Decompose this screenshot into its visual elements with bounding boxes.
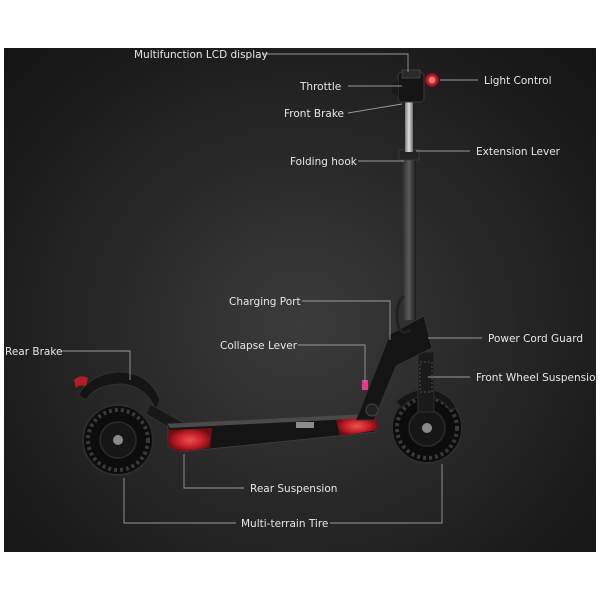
front-wheel <box>391 392 463 464</box>
stem-lower <box>402 152 416 320</box>
label-lcd-display: Multifunction LCD display <box>134 49 268 61</box>
label-charging-port: Charging Port <box>229 296 301 308</box>
label-front-brake: Front Brake <box>284 108 344 120</box>
label-folding-hook: Folding hook <box>290 156 358 168</box>
neck-bolt <box>365 403 379 417</box>
power-cord <box>395 294 411 334</box>
label-collapse-lever: Collapse Lever <box>220 340 298 352</box>
deck-logo <box>296 422 314 428</box>
label-power-cord-guard: Power Cord Guard <box>488 333 583 345</box>
deck-red-front <box>336 416 378 436</box>
callout-labels: Multifunction LCD display Throttle Front… <box>5 49 600 530</box>
front-spring <box>419 361 433 393</box>
rear-wheel <box>82 404 154 476</box>
label-throttle: Throttle <box>299 81 341 93</box>
label-light-control: Light Control <box>484 75 552 87</box>
stem-upper <box>405 100 413 152</box>
handlebar-grip <box>392 80 398 96</box>
deck-red-rear <box>168 428 212 452</box>
front-fork <box>417 351 435 413</box>
scooter-illustration <box>74 69 463 476</box>
collapse-lever-accent <box>362 380 368 390</box>
rear-fender-light <box>74 376 88 388</box>
label-rear-suspension: Rear Suspension <box>250 483 337 495</box>
deck-top <box>168 414 372 428</box>
label-extension-lever: Extension Lever <box>476 146 561 158</box>
lcd-screen <box>401 69 421 79</box>
leader-lines <box>62 53 482 524</box>
label-rear-brake: Rear Brake <box>5 346 63 358</box>
label-multi-terrain-tire: Multi-terrain Tire <box>241 518 328 530</box>
label-front-wheel-suspension: Front Wheel Suspension <box>476 372 600 384</box>
